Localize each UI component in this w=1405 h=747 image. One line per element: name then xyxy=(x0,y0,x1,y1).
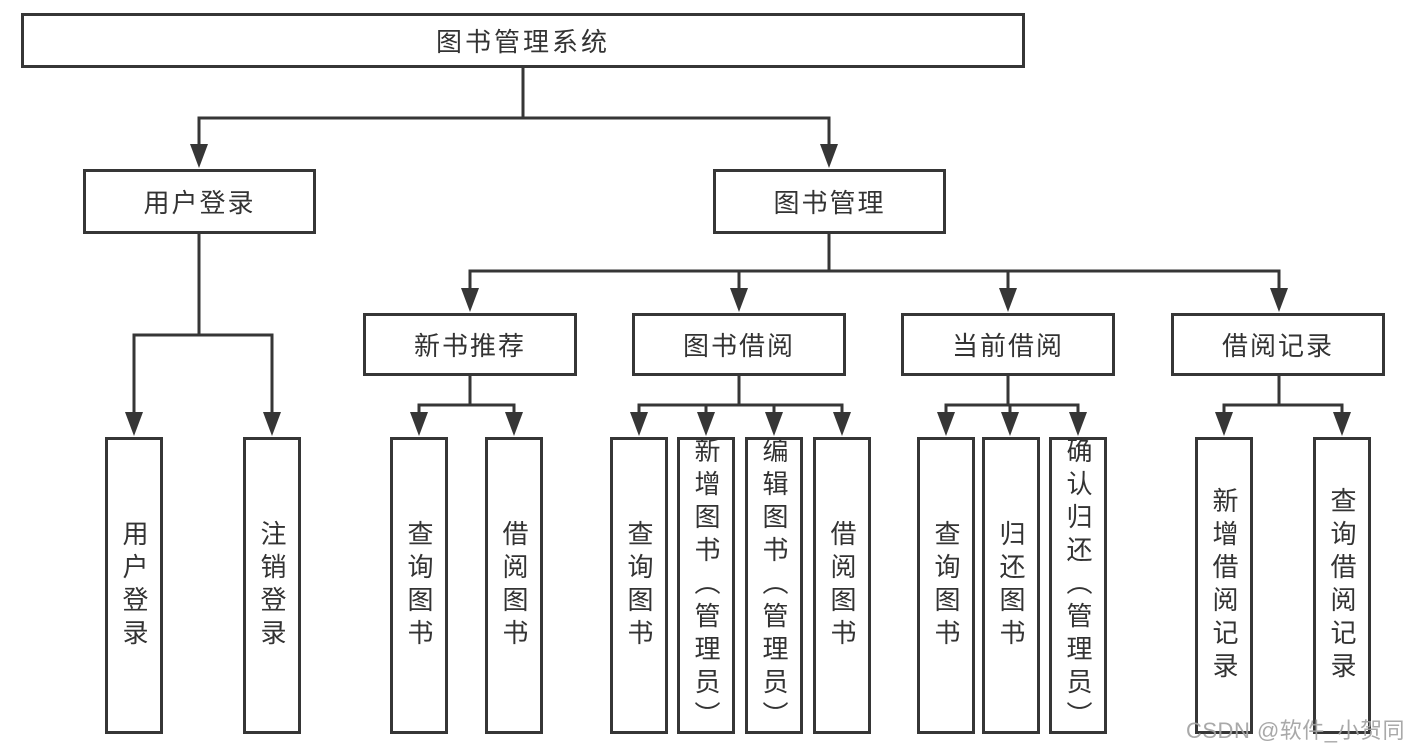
connector-bookmgmt-to-level2 xyxy=(468,234,1281,290)
node-new-book-recommendation: 新书推荐 xyxy=(363,313,577,376)
leaf-query-books: 查询图书 xyxy=(390,437,448,734)
node-label: 查询图书 xyxy=(404,519,434,652)
leaf-query-books: 查询图书 xyxy=(917,437,975,734)
node-book-borrowing: 图书借阅 xyxy=(632,313,846,376)
node-label: 新增借阅记录 xyxy=(1209,486,1239,685)
arrowhead xyxy=(630,412,648,436)
node-label: 借阅图书 xyxy=(827,519,857,652)
connector-current-to-leaves xyxy=(944,376,1080,414)
arrowhead xyxy=(765,412,783,436)
connector-root-to-level1 xyxy=(197,68,831,146)
node-label: 图书管理系统 xyxy=(435,27,610,57)
connector-newbook-to-leaves xyxy=(417,376,516,414)
node-label: 归还图书 xyxy=(996,519,1026,652)
arrowhead xyxy=(999,288,1017,312)
connector-userlogin-to-leaves xyxy=(132,234,274,414)
arrowhead xyxy=(461,288,479,312)
node-label: 图书管理 xyxy=(773,188,886,218)
node-label: 图书借阅 xyxy=(682,331,795,361)
arrowhead xyxy=(410,412,428,436)
node-borrowing-records: 借阅记录 xyxy=(1171,313,1385,376)
node-label: 用户登录 xyxy=(119,519,149,652)
arrowhead xyxy=(937,412,955,436)
leaf-confirm-return-admin: 确认归还（管理员） xyxy=(1049,437,1107,734)
node-label: 用户登录 xyxy=(143,188,256,218)
arrowhead xyxy=(505,412,523,436)
csdn-watermark: CSDN @软件_小贺同学 xyxy=(1186,718,1405,743)
arrowhead xyxy=(833,412,851,436)
node-label: 确认归还（管理员） xyxy=(1063,437,1093,734)
arrowhead xyxy=(730,288,748,312)
arrowhead xyxy=(263,412,281,436)
arrowhead xyxy=(1001,412,1019,436)
node-library-management-system: 图书管理系统 xyxy=(21,13,1025,68)
node-label: 新书推荐 xyxy=(413,331,526,361)
arrowhead xyxy=(1270,288,1288,312)
node-label: 借阅图书 xyxy=(499,519,529,652)
node-label: 新增图书（管理员） xyxy=(691,437,721,734)
node-label: 查询图书 xyxy=(931,519,961,652)
leaf-borrow-books: 借阅图书 xyxy=(813,437,871,734)
leaf-add-books-admin: 新增图书（管理员） xyxy=(677,437,735,734)
node-label: 借阅记录 xyxy=(1221,331,1334,361)
connector-records-to-leaves xyxy=(1222,376,1344,414)
leaf-logout: 注销登录 xyxy=(243,437,301,734)
node-label: 当前借阅 xyxy=(951,331,1064,361)
arrowhead xyxy=(820,144,838,168)
node-book-management: 图书管理 xyxy=(713,169,946,234)
node-user-login: 用户登录 xyxy=(83,169,316,234)
arrowhead xyxy=(1069,412,1087,436)
arrowhead xyxy=(190,144,208,168)
arrowhead xyxy=(1215,412,1233,436)
node-label: 查询图书 xyxy=(624,519,654,652)
connector-borrow-to-leaves xyxy=(637,376,844,414)
leaf-query-borrow-record: 查询借阅记录 xyxy=(1313,437,1371,734)
arrowhead xyxy=(697,412,715,436)
leaf-edit-books-admin: 编辑图书（管理员） xyxy=(745,437,803,734)
node-label: 编辑图书（管理员） xyxy=(759,437,789,734)
leaf-query-books: 查询图书 xyxy=(610,437,668,734)
leaf-return-books: 归还图书 xyxy=(982,437,1040,734)
leaf-user-login: 用户登录 xyxy=(105,437,163,734)
node-label: 注销登录 xyxy=(257,519,287,652)
leaf-add-borrow-record: 新增借阅记录 xyxy=(1195,437,1253,734)
arrowhead xyxy=(1333,412,1351,436)
node-current-borrowing: 当前借阅 xyxy=(901,313,1115,376)
leaf-borrow-books: 借阅图书 xyxy=(485,437,543,734)
arrowhead xyxy=(125,412,143,436)
node-label: 查询借阅记录 xyxy=(1327,486,1357,685)
